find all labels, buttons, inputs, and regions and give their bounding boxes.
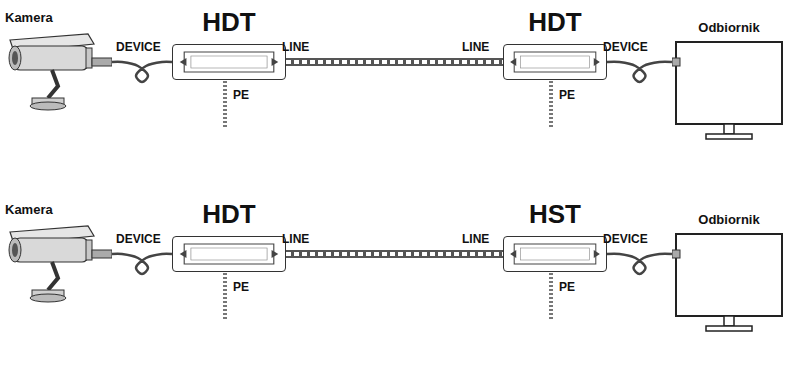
node-heading: Kamera bbox=[2, 10, 112, 26]
port-label: PE bbox=[233, 88, 249, 103]
monitor-figure: Odbiornik bbox=[672, 212, 786, 342]
transformer-box: HDT bbox=[172, 6, 286, 80]
port-label: DEVICE bbox=[116, 232, 161, 247]
transformer-box: HDT bbox=[503, 6, 607, 80]
device-label-plate bbox=[173, 45, 285, 79]
node-heading: HST bbox=[503, 198, 607, 230]
camera-figure: Kamera bbox=[2, 10, 112, 115]
port-label: LINE bbox=[462, 40, 489, 55]
node-heading: HDT bbox=[172, 198, 286, 230]
port-label: DEVICE bbox=[603, 232, 648, 247]
port-label: LINE bbox=[282, 232, 309, 247]
pe-cable bbox=[225, 81, 551, 320]
port-label: PE bbox=[559, 280, 575, 295]
port-label: PE bbox=[233, 280, 249, 295]
coax-cable bbox=[607, 254, 672, 274]
device-housing bbox=[172, 236, 286, 272]
camera-figure: Kamera bbox=[2, 202, 112, 307]
monitor-illustration bbox=[672, 20, 786, 150]
node-heading: Odbiornik bbox=[672, 20, 786, 36]
monitor-illustration bbox=[672, 212, 786, 342]
node-heading: HDT bbox=[503, 6, 607, 38]
node-heading: Kamera bbox=[2, 202, 112, 218]
port-label: DEVICE bbox=[116, 40, 161, 55]
device-label-plate bbox=[173, 237, 285, 271]
port-label: PE bbox=[559, 88, 575, 103]
camera-illustration bbox=[2, 10, 112, 115]
twisted-pair-cable bbox=[286, 58, 503, 66]
device-housing bbox=[503, 44, 607, 80]
device-housing bbox=[172, 44, 286, 80]
port-label: LINE bbox=[282, 40, 309, 55]
coax-cable bbox=[607, 62, 672, 82]
device-label-plate bbox=[504, 237, 606, 271]
camera-illustration bbox=[2, 202, 112, 307]
cable-twist bbox=[286, 60, 503, 64]
twisted-pair-cable bbox=[286, 250, 503, 258]
coax-cable bbox=[112, 62, 172, 82]
node-heading: Odbiornik bbox=[672, 212, 786, 228]
transformer-box: HST bbox=[503, 198, 607, 272]
port-label: LINE bbox=[462, 232, 489, 247]
port-label: DEVICE bbox=[603, 40, 648, 55]
coax-cable bbox=[112, 254, 172, 274]
monitor-figure: Odbiornik bbox=[672, 20, 786, 150]
transformer-box: HDT bbox=[172, 198, 286, 272]
device-label-plate bbox=[504, 45, 606, 79]
node-heading: HDT bbox=[172, 6, 286, 38]
cable-twist bbox=[286, 252, 503, 256]
device-housing bbox=[503, 236, 607, 272]
